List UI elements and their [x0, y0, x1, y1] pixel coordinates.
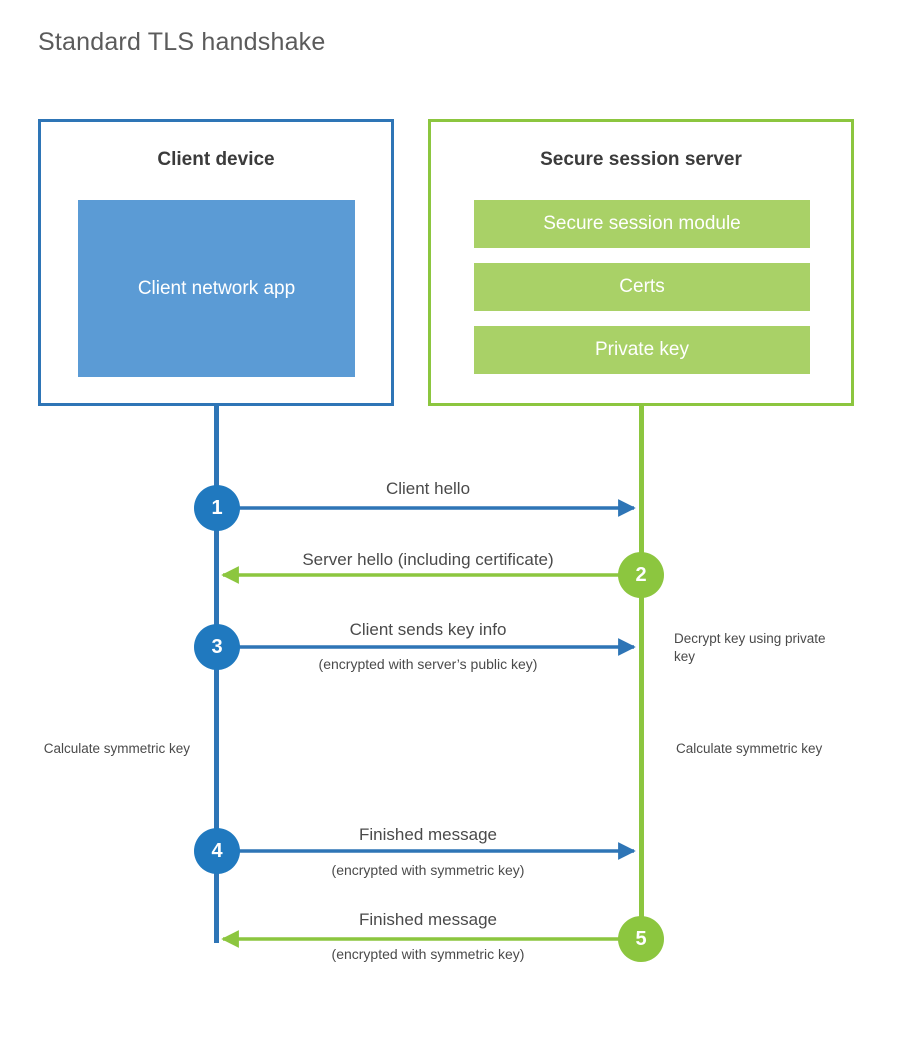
annotation-server-decrypt: Decrypt key using private key [674, 631, 826, 665]
server-lifeline [639, 403, 644, 943]
client-network-app-block: Client network app [78, 200, 355, 377]
private-key-block: Private key [474, 326, 810, 374]
message-label-5: Finished message [359, 910, 497, 929]
client-device-title: Client device [157, 149, 275, 170]
step-marker-4[interactable]: 4 [194, 828, 240, 874]
certs-block: Certs [474, 263, 810, 311]
message-label-2: Server hello (including certificate) [302, 550, 554, 569]
step-marker-2[interactable]: 2 [618, 552, 664, 598]
step-marker-1[interactable]: 1 [194, 485, 240, 531]
message-sublabel-5: (encrypted with symmetric key) [331, 946, 525, 962]
message-sublabel-4: (encrypted with symmetric key) [331, 862, 525, 878]
certs-label: Certs [619, 276, 665, 297]
client-device-box: Client device Client network app [38, 119, 394, 406]
private-key-label: Private key [595, 339, 689, 360]
secure-session-server-title: Secure session server [540, 149, 742, 170]
secure-session-module-label: Secure session module [543, 213, 741, 234]
page-title: Standard TLS handshake [38, 28, 326, 56]
message-label-4: Finished message [359, 825, 497, 844]
annotation-client-calculate-symmetric-key: Calculate symmetric key [43, 741, 190, 756]
step-marker-3[interactable]: 3 [194, 624, 240, 670]
client-lifeline [214, 403, 219, 943]
step-marker-5[interactable]: 5 [618, 916, 664, 962]
message-label-3: Client sends key info [349, 620, 507, 639]
secure-session-module-block: Secure session module [474, 200, 810, 248]
message-label-1: Client hello [385, 479, 471, 498]
annotation-server-calculate-symmetric-key: Calculate symmetric key [676, 741, 823, 756]
message-sublabel-3: (encrypted with server’s public key) [318, 656, 538, 672]
secure-session-server-box: Secure session server Secure session mod… [428, 119, 854, 406]
client-network-app-label: Client network app [137, 277, 296, 299]
